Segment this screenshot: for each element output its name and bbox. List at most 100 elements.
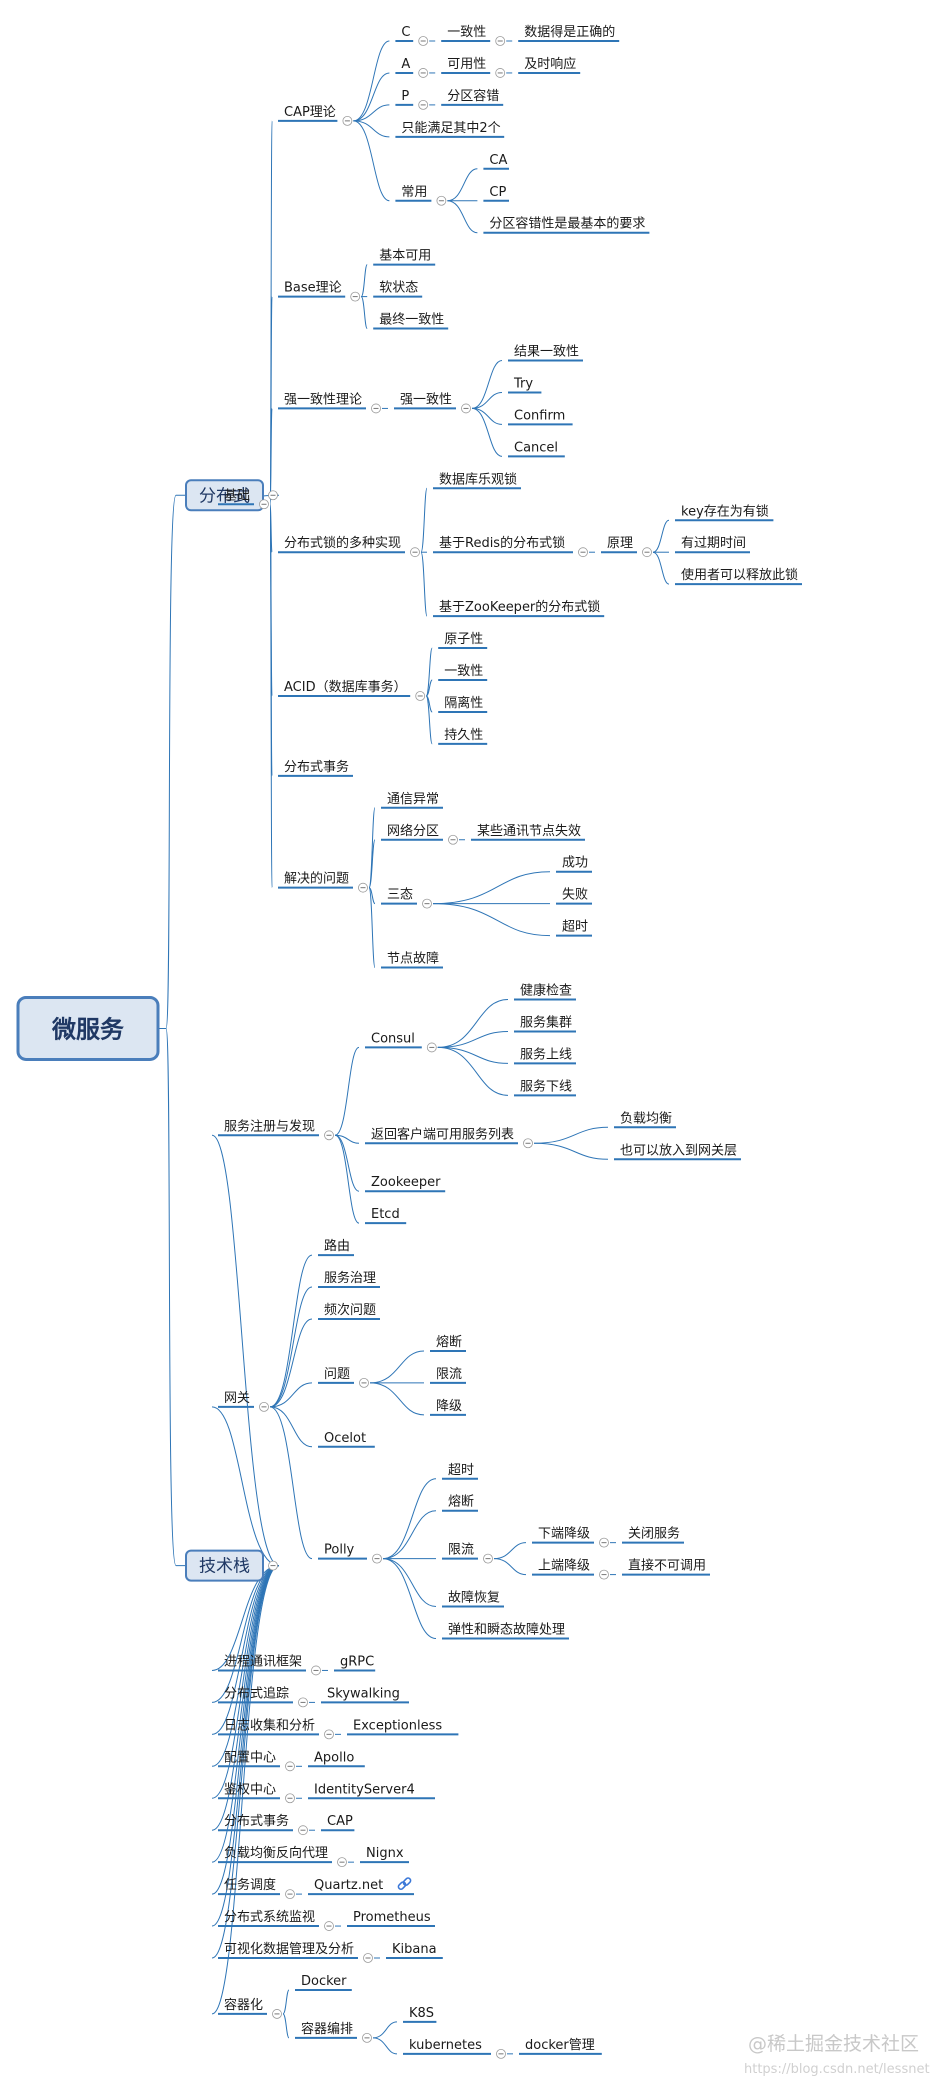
topic-负载均衡反向代理[interactable]: 负载均衡反向代理 xyxy=(224,1845,328,1861)
topic-kubernetes[interactable]: kubernetes xyxy=(409,2038,482,2053)
minus-circle-icon[interactable] xyxy=(358,882,368,893)
minus-circle-icon[interactable] xyxy=(426,1042,437,1053)
minus-circle-icon[interactable] xyxy=(298,1825,308,1836)
topic-解决的问题[interactable]: 解决的问题 xyxy=(284,871,349,887)
topic-隔离性[interactable]: 隔离性 xyxy=(444,695,483,711)
topic-容器编排[interactable]: 容器编排 xyxy=(301,2021,353,2037)
topic-只能满足其中2个[interactable]: 只能满足其中2个 xyxy=(401,121,500,136)
minus-circle-icon[interactable] xyxy=(324,1130,334,1141)
minus-circle-icon[interactable] xyxy=(523,1138,533,1149)
minus-circle-icon[interactable] xyxy=(418,68,429,78)
topic-故障恢复[interactable]: 故障恢复 xyxy=(448,1591,500,1606)
minus-circle-icon[interactable] xyxy=(272,2009,282,2019)
topic-identityserver4[interactable]: IdentityServer4 xyxy=(314,1782,415,1797)
minus-circle-icon[interactable] xyxy=(495,68,506,78)
topic-base理论[interactable]: Base理论 xyxy=(284,281,342,296)
root-topic-box[interactable] xyxy=(16,995,160,1061)
main-topic-box[interactable] xyxy=(185,1549,264,1582)
minus-circle-icon[interactable] xyxy=(599,1537,609,1548)
topic-成功[interactable]: 成功 xyxy=(562,856,588,871)
topic-consul[interactable]: Consul xyxy=(371,1031,415,1046)
topic-关闭服务[interactable]: 关闭服务 xyxy=(628,1526,680,1542)
minus-circle-icon[interactable] xyxy=(415,691,426,701)
minus-circle-icon[interactable] xyxy=(483,1553,493,1564)
link-icon[interactable] xyxy=(397,1877,412,1890)
topic-ocelot[interactable]: Ocelot xyxy=(324,1431,366,1446)
topic-原理[interactable]: 原理 xyxy=(607,536,633,551)
topic-通信异常[interactable]: 通信异常 xyxy=(387,792,439,807)
topic-熔断[interactable]: 熔断 xyxy=(436,1335,462,1350)
topic-日志收集和分析[interactable]: 日志收集和分析 xyxy=(224,1717,315,1733)
topic-一致性[interactable]: 一致性 xyxy=(447,25,486,40)
minus-circle-icon[interactable] xyxy=(363,1953,373,1963)
topic-zookeeper[interactable]: Zookeeper xyxy=(371,1175,441,1190)
topic-常用[interactable]: 常用 xyxy=(401,185,427,200)
minus-circle-icon[interactable] xyxy=(259,1401,269,1412)
topic-confirm[interactable]: Confirm xyxy=(514,408,565,423)
topic-容器化[interactable]: 容器化 xyxy=(224,1997,263,2013)
topic-软状态[interactable]: 软状态 xyxy=(379,281,418,296)
topic-节点故障[interactable]: 节点故障 xyxy=(387,952,439,967)
minus-circle-icon[interactable] xyxy=(371,403,381,414)
topic-配置中心[interactable]: 配置中心 xyxy=(224,1750,276,1765)
minus-circle-icon[interactable] xyxy=(359,1378,369,1388)
minus-circle-icon[interactable] xyxy=(285,1761,295,1772)
minus-circle-icon[interactable] xyxy=(422,898,432,909)
minus-circle-icon[interactable] xyxy=(298,1697,308,1708)
topic-分区容错[interactable]: 分区容错 xyxy=(447,88,499,104)
topic-上端降级[interactable]: 上端降级 xyxy=(538,1559,590,1574)
topic-数据库乐观锁[interactable]: 数据库乐观锁 xyxy=(439,471,517,487)
topic-某些通讯节点失效[interactable]: 某些通讯节点失效 xyxy=(477,824,581,839)
topic-grpc[interactable]: gRPC xyxy=(340,1654,374,1669)
topic-频次问题[interactable]: 频次问题 xyxy=(324,1302,376,1318)
topic-分布式事务[interactable]: 分布式事务 xyxy=(224,1813,289,1829)
topic-服务上线[interactable]: 服务上线 xyxy=(520,1046,572,1062)
topic-限流[interactable]: 限流 xyxy=(436,1367,462,1382)
topic-p[interactable]: P xyxy=(401,89,409,104)
topic-负载均衡[interactable]: 负载均衡 xyxy=(620,1111,672,1126)
topic-网络分区[interactable]: 网络分区 xyxy=(387,823,439,839)
minus-circle-icon[interactable] xyxy=(268,490,278,501)
topic-也可以放入到网关层[interactable]: 也可以放入到网关层 xyxy=(620,1143,737,1158)
topic-进程通讯框架[interactable]: 进程通讯框架 xyxy=(224,1654,302,1669)
topic-a[interactable]: A xyxy=(401,57,410,72)
topic-降级[interactable]: 降级 xyxy=(436,1399,462,1414)
topic-分布式事务[interactable]: 分布式事务 xyxy=(284,759,349,775)
minus-circle-icon[interactable] xyxy=(418,100,429,110)
topic-分布式锁的多种实现[interactable]: 分布式锁的多种实现 xyxy=(284,535,401,551)
minus-circle-icon[interactable] xyxy=(436,195,447,206)
minus-circle-icon[interactable] xyxy=(362,2032,372,2043)
topic-kibana[interactable]: Kibana xyxy=(392,1942,437,1957)
topic-分区容错性是最基本的要求[interactable]: 分区容错性是最基本的要求 xyxy=(489,216,645,232)
minus-circle-icon[interactable] xyxy=(410,547,420,558)
topic-任务调度[interactable]: 任务调度 xyxy=(224,1877,276,1893)
minus-circle-icon[interactable] xyxy=(311,1665,321,1676)
topic-路由[interactable]: 路由 xyxy=(324,1238,350,1254)
topic-c[interactable]: C xyxy=(401,25,410,40)
topic-cap理论[interactable]: CAP理论 xyxy=(284,105,336,120)
minus-circle-icon[interactable] xyxy=(285,1889,295,1899)
topic-docker[interactable]: Docker xyxy=(301,1974,347,1989)
topic-网关[interactable]: 网关 xyxy=(224,1391,250,1406)
topic-服务下线[interactable]: 服务下线 xyxy=(520,1078,572,1094)
topic-基本可用[interactable]: 基本可用 xyxy=(379,249,431,264)
topic-下端降级[interactable]: 下端降级 xyxy=(538,1527,590,1542)
minus-circle-icon[interactable] xyxy=(418,36,429,46)
topic-超时[interactable]: 超时 xyxy=(448,1463,474,1478)
topic-返回客户端可用服务列表[interactable]: 返回客户端可用服务列表 xyxy=(371,1126,514,1142)
topic-docker管理[interactable]: docker管理 xyxy=(525,2038,595,2053)
topic-基础[interactable]: 基础 xyxy=(224,488,250,503)
topic-数据得是正确的[interactable]: 数据得是正确的 xyxy=(524,24,615,40)
topic-exceptionless[interactable]: Exceptionless xyxy=(353,1718,442,1733)
minus-circle-icon[interactable] xyxy=(259,499,269,510)
minus-circle-icon[interactable] xyxy=(342,115,353,126)
topic-熔断[interactable]: 熔断 xyxy=(448,1495,474,1510)
topic-acid（数据库事务）[interactable]: ACID（数据库事务） xyxy=(284,679,407,695)
topic-三态[interactable]: 三态 xyxy=(387,888,413,903)
topic-问题[interactable]: 问题 xyxy=(324,1367,350,1382)
topic-apollo[interactable]: Apollo xyxy=(314,1750,354,1765)
topic-key存在为有锁[interactable]: key存在为有锁 xyxy=(681,503,769,519)
minus-circle-icon[interactable] xyxy=(268,1560,278,1571)
topic-鉴权中心[interactable]: 鉴权中心 xyxy=(224,1781,276,1797)
topic-基于zookeeper的分布式锁[interactable]: 基于ZooKeeper的分布式锁 xyxy=(439,599,600,615)
